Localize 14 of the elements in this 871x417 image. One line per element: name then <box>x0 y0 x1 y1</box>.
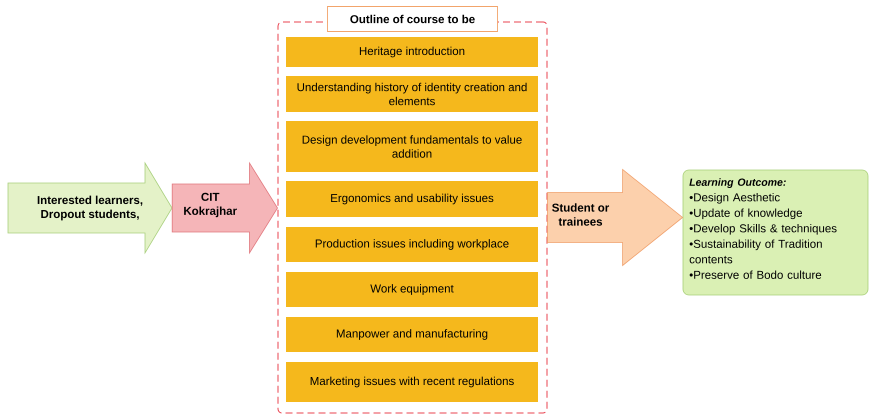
topic-box: Work equipment <box>286 272 538 307</box>
edge-label: Student or trainees <box>552 203 610 226</box>
topic-box: Ergonomics and usability issues <box>286 181 538 217</box>
topic-box: Design development fundamentals to value addition <box>286 121 538 172</box>
edge-label: CIT Kokrajhar <box>184 192 237 218</box>
topic-box: Heritage introduction <box>286 37 538 67</box>
node-label: Outline of course to be <box>350 14 475 24</box>
topic-box: Marketing issues with recent regulations <box>286 362 538 402</box>
block-arrow <box>172 162 278 254</box>
block-arrow <box>547 168 684 266</box>
topic-box: Production issues including workplace <box>286 227 538 262</box>
topic-box: Understanding history of identity creation and elements <box>286 76 538 112</box>
outcome-box: Learning Outcome: •Design Aesthetic •Update of knowledge •Develop Skills & techniques •Sustainability of Tradition contents •Preserve of Bodo culture <box>682 170 868 296</box>
topic-box: Manpower and manufacturing <box>286 317 538 352</box>
